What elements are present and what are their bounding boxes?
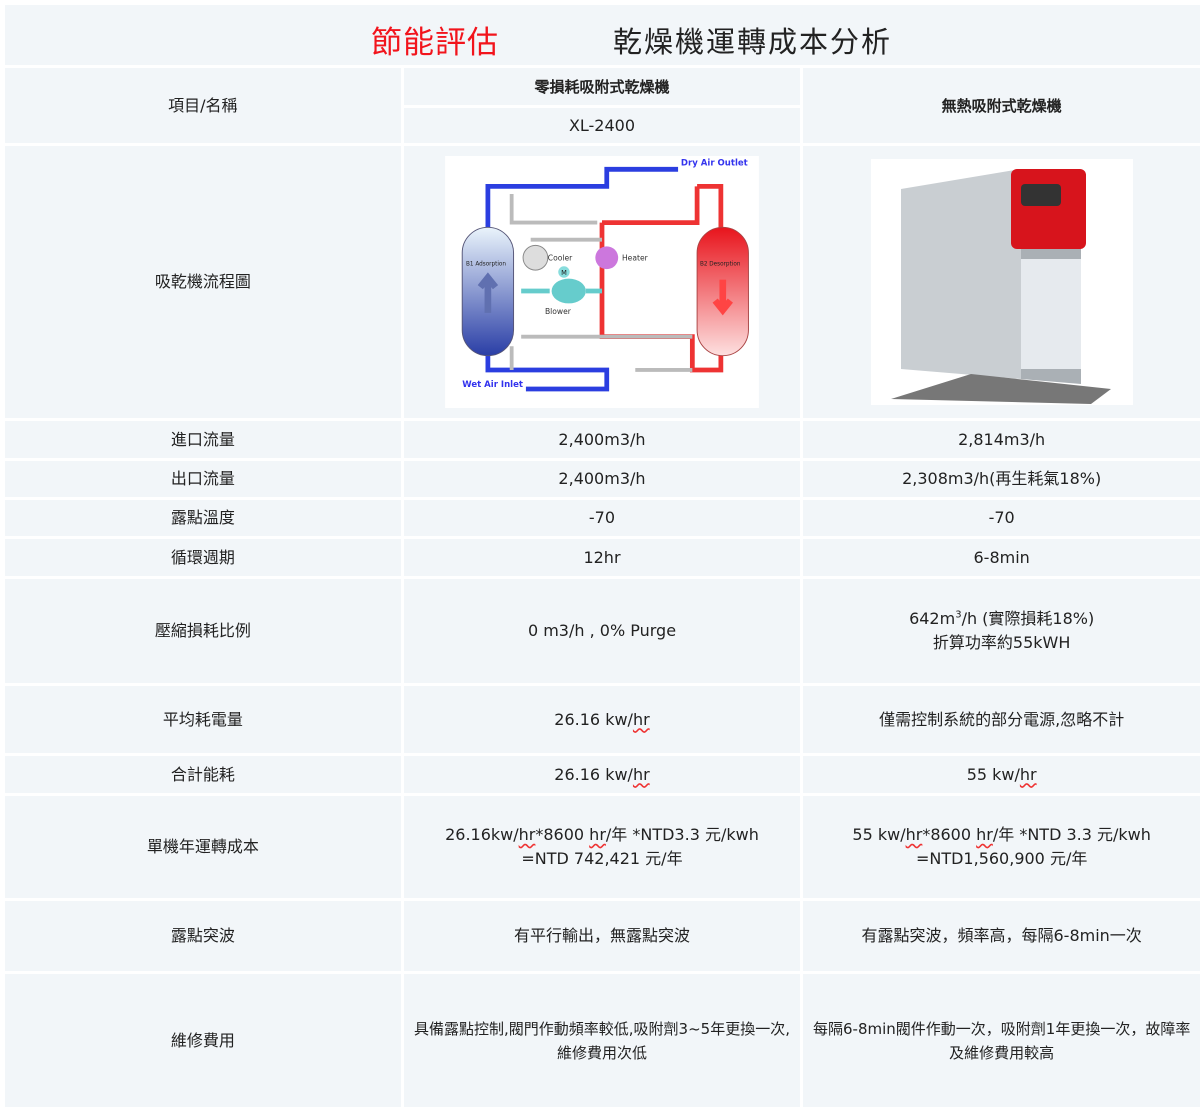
- table-row: 平均耗電量 26.16 kw/hr 僅需控制系統的部分電源,忽略不計: [5, 686, 1200, 753]
- diagram-motor-label: M: [561, 269, 567, 277]
- header-label: 項目/名稱: [5, 68, 401, 143]
- row-label: 露點突波: [5, 901, 401, 971]
- row-col1: 26.16kw/hr*8600 hr/年 *NTD3.3 元/kwh =NTD 7…: [403, 796, 801, 898]
- text: 55 kw/: [966, 764, 1020, 784]
- row-label: 維修費用: [5, 974, 401, 1107]
- text: 26.16 kw/: [554, 709, 633, 729]
- diagram-b2-label: B2 Desorption: [700, 261, 741, 267]
- table-row: 循環週期 12hr 6-8min: [5, 539, 1200, 576]
- row-col2: 僅需控制系統的部分電源,忽略不計: [803, 686, 1200, 753]
- diagram-blower-label: Blower: [545, 307, 572, 316]
- flow-diagram: Dry Air Outlet Wet Air Inlet B1 Adsorpti…: [403, 146, 801, 418]
- title-highlight: 節能評估: [371, 25, 499, 61]
- table-row: 吸乾機流程圖: [5, 146, 1200, 418]
- table-row: 合計能耗 26.16 kw/hr 55 kw/hr: [5, 756, 1200, 793]
- text: =NTD 742,421 元/年: [521, 849, 683, 868]
- flow-diagram-image: Dry Air Outlet Wet Air Inlet B1 Adsorpti…: [445, 156, 759, 408]
- row-col1: 26.16 kw/hr: [403, 686, 801, 753]
- text: =NTD1,560,900 元/年: [915, 849, 1088, 868]
- row-col1: 0 m3/h , 0% Purge: [403, 579, 801, 683]
- table-row: 出口流量 2,400m3/h 2,308m3/h(再生耗氣18%): [5, 461, 1200, 497]
- row-label: 出口流量: [5, 461, 401, 497]
- text: /年 *NTD 3.3 元/kwh: [992, 825, 1151, 844]
- dryer-photo-image: [870, 159, 1133, 405]
- diagram-cooler-label: Cooler: [548, 254, 573, 263]
- text: /h (實際損耗18%): [961, 609, 1095, 628]
- table-row: 進口流量 2,400m3/h 2,814m3/h: [5, 421, 1200, 458]
- row-col1: 2,400m3/h: [403, 461, 801, 497]
- header-col1-name: 零損耗吸附式乾燥機: [403, 68, 801, 105]
- row-col2: 2,308m3/h(再生耗氣18%): [803, 461, 1200, 497]
- table-row: 露點溫度 -70 -70: [5, 500, 1200, 536]
- row-label: 合計能耗: [5, 756, 401, 793]
- table-row: 維修費用 具備露點控制,閥門作動頻率較低,吸附劑3~5年更換一次,維修費用次低 …: [5, 974, 1200, 1107]
- row-col2: 6-8min: [803, 539, 1200, 576]
- text: 每隔6-8min閥件作動一次，吸附劑1年更換一次，故障率: [812, 1019, 1191, 1038]
- text: /年 *NTD3.3 元/kwh: [605, 825, 759, 844]
- row-col2: 55 kw/hr: [803, 756, 1200, 793]
- text: 26.16kw/: [445, 825, 519, 844]
- title-banner: 節能評估 乾燥機運轉成本分析: [5, 5, 1200, 65]
- row-col1: 12hr: [403, 539, 801, 576]
- row-col2: 642m3/h (實際損耗18%) 折算功率約55kWH: [803, 579, 1200, 683]
- row-label: 循環週期: [5, 539, 401, 576]
- text: hr: [518, 825, 536, 844]
- row-col1: 2,400m3/h: [403, 421, 801, 458]
- row-col1: 26.16 kw/hr: [403, 756, 801, 793]
- row-col1: -70: [403, 500, 801, 536]
- comparison-table: 項目/名稱 零損耗吸附式乾燥機 無熱吸附式乾燥機 XL-2400 吸乾機流程圖: [2, 65, 1200, 1110]
- text: 55 kw/: [852, 825, 906, 844]
- row-col2: 2,814m3/h: [803, 421, 1200, 458]
- diagram-heater-label: Heater: [622, 254, 649, 263]
- text: hr: [976, 825, 993, 844]
- row-label: 單機年運轉成本: [5, 796, 401, 898]
- diagram-b1-label: B1 Adsorption: [466, 261, 506, 267]
- row-col2: -70: [803, 500, 1200, 536]
- row-label: 平均耗電量: [5, 686, 401, 753]
- text: 具備露點控制,閥門作動頻率較低,吸附劑3~5年更換一次,: [414, 1019, 790, 1038]
- row-label: 吸乾機流程圖: [5, 146, 401, 418]
- row-col2: 每隔6-8min閥件作動一次，吸附劑1年更換一次，故障率及維修費用較高: [803, 974, 1200, 1107]
- text: hr: [632, 709, 650, 729]
- row-col2: 有露點突波，頻率高，每隔6-8min一次: [803, 901, 1200, 971]
- dryer-photo: [803, 146, 1200, 418]
- text: *8600: [922, 825, 977, 844]
- table-row: 壓縮損耗比例 0 m3/h , 0% Purge 642m3/h (實際損耗18…: [5, 579, 1200, 683]
- text: 維修費用次低: [556, 1043, 647, 1062]
- header-col1-model: XL-2400: [403, 108, 801, 143]
- text: 及維修費用較高: [949, 1043, 1055, 1062]
- diagram-outlet-label: Dry Air Outlet: [681, 159, 748, 169]
- table-row: 單機年運轉成本 26.16kw/hr*8600 hr/年 *NTD3.3 元/k…: [5, 796, 1200, 898]
- row-col1: 具備露點控制,閥門作動頻率較低,吸附劑3~5年更換一次, 維修費用次低: [403, 974, 801, 1107]
- text: hr: [589, 825, 606, 844]
- header-row: 項目/名稱 零損耗吸附式乾燥機 無熱吸附式乾燥機: [5, 68, 1200, 143]
- row-col2: 55 kw/hr*8600 hr/年 *NTD 3.3 元/kwh =NTD1,5…: [803, 796, 1200, 898]
- text: 642m: [909, 609, 956, 628]
- text: hr: [1019, 764, 1037, 784]
- text: hr: [632, 764, 650, 784]
- text: 26.16 kw/: [554, 764, 633, 784]
- text: *8600: [535, 825, 590, 844]
- table-row: 露點突波 有平行輸出，無露點突波 有露點突波，頻率高，每隔6-8min一次: [5, 901, 1200, 971]
- text: hr: [905, 825, 923, 844]
- text: 折算功率約55kWH: [932, 633, 1071, 652]
- row-label: 進口流量: [5, 421, 401, 458]
- superscript: 3: [955, 609, 962, 621]
- header-col2-name: 無熱吸附式乾燥機: [803, 68, 1200, 143]
- row-label: 壓縮損耗比例: [5, 579, 401, 683]
- row-col1: 有平行輸出，無露點突波: [403, 901, 801, 971]
- page-title: 乾燥機運轉成本分析: [613, 25, 893, 59]
- diagram-inlet-label: Wet Air Inlet: [462, 380, 523, 390]
- row-label: 露點溫度: [5, 500, 401, 536]
